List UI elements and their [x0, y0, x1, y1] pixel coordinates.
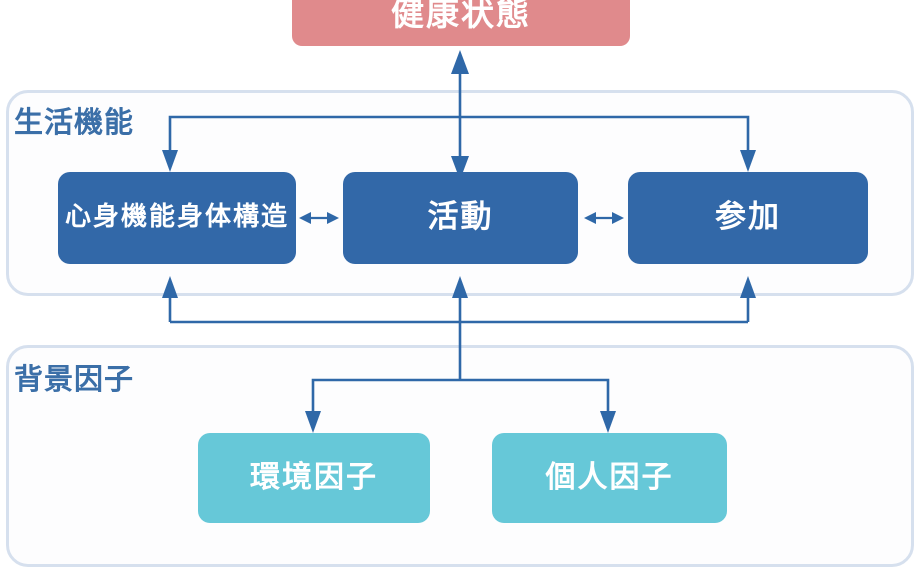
group-label-contextual-factors: 背景因子 [14, 362, 135, 396]
node-participation[interactable]: 参加 [628, 172, 868, 264]
node-environmental-factors[interactable]: 環境因子 [198, 433, 430, 523]
group-label-life-functioning: 生活機能 [14, 105, 135, 139]
node-activity[interactable]: 活動 [343, 172, 578, 264]
panel-contextual-factors [6, 345, 914, 567]
node-personal-factors[interactable]: 個人因子 [492, 433, 727, 523]
node-body-function-structure[interactable]: 心身機能 身体構造 [58, 172, 296, 264]
node-body-line1: 心身機能 [64, 202, 177, 233]
node-health-condition[interactable]: 健康状態 [292, 0, 630, 46]
node-body-line2: 身体構造 [177, 202, 290, 233]
